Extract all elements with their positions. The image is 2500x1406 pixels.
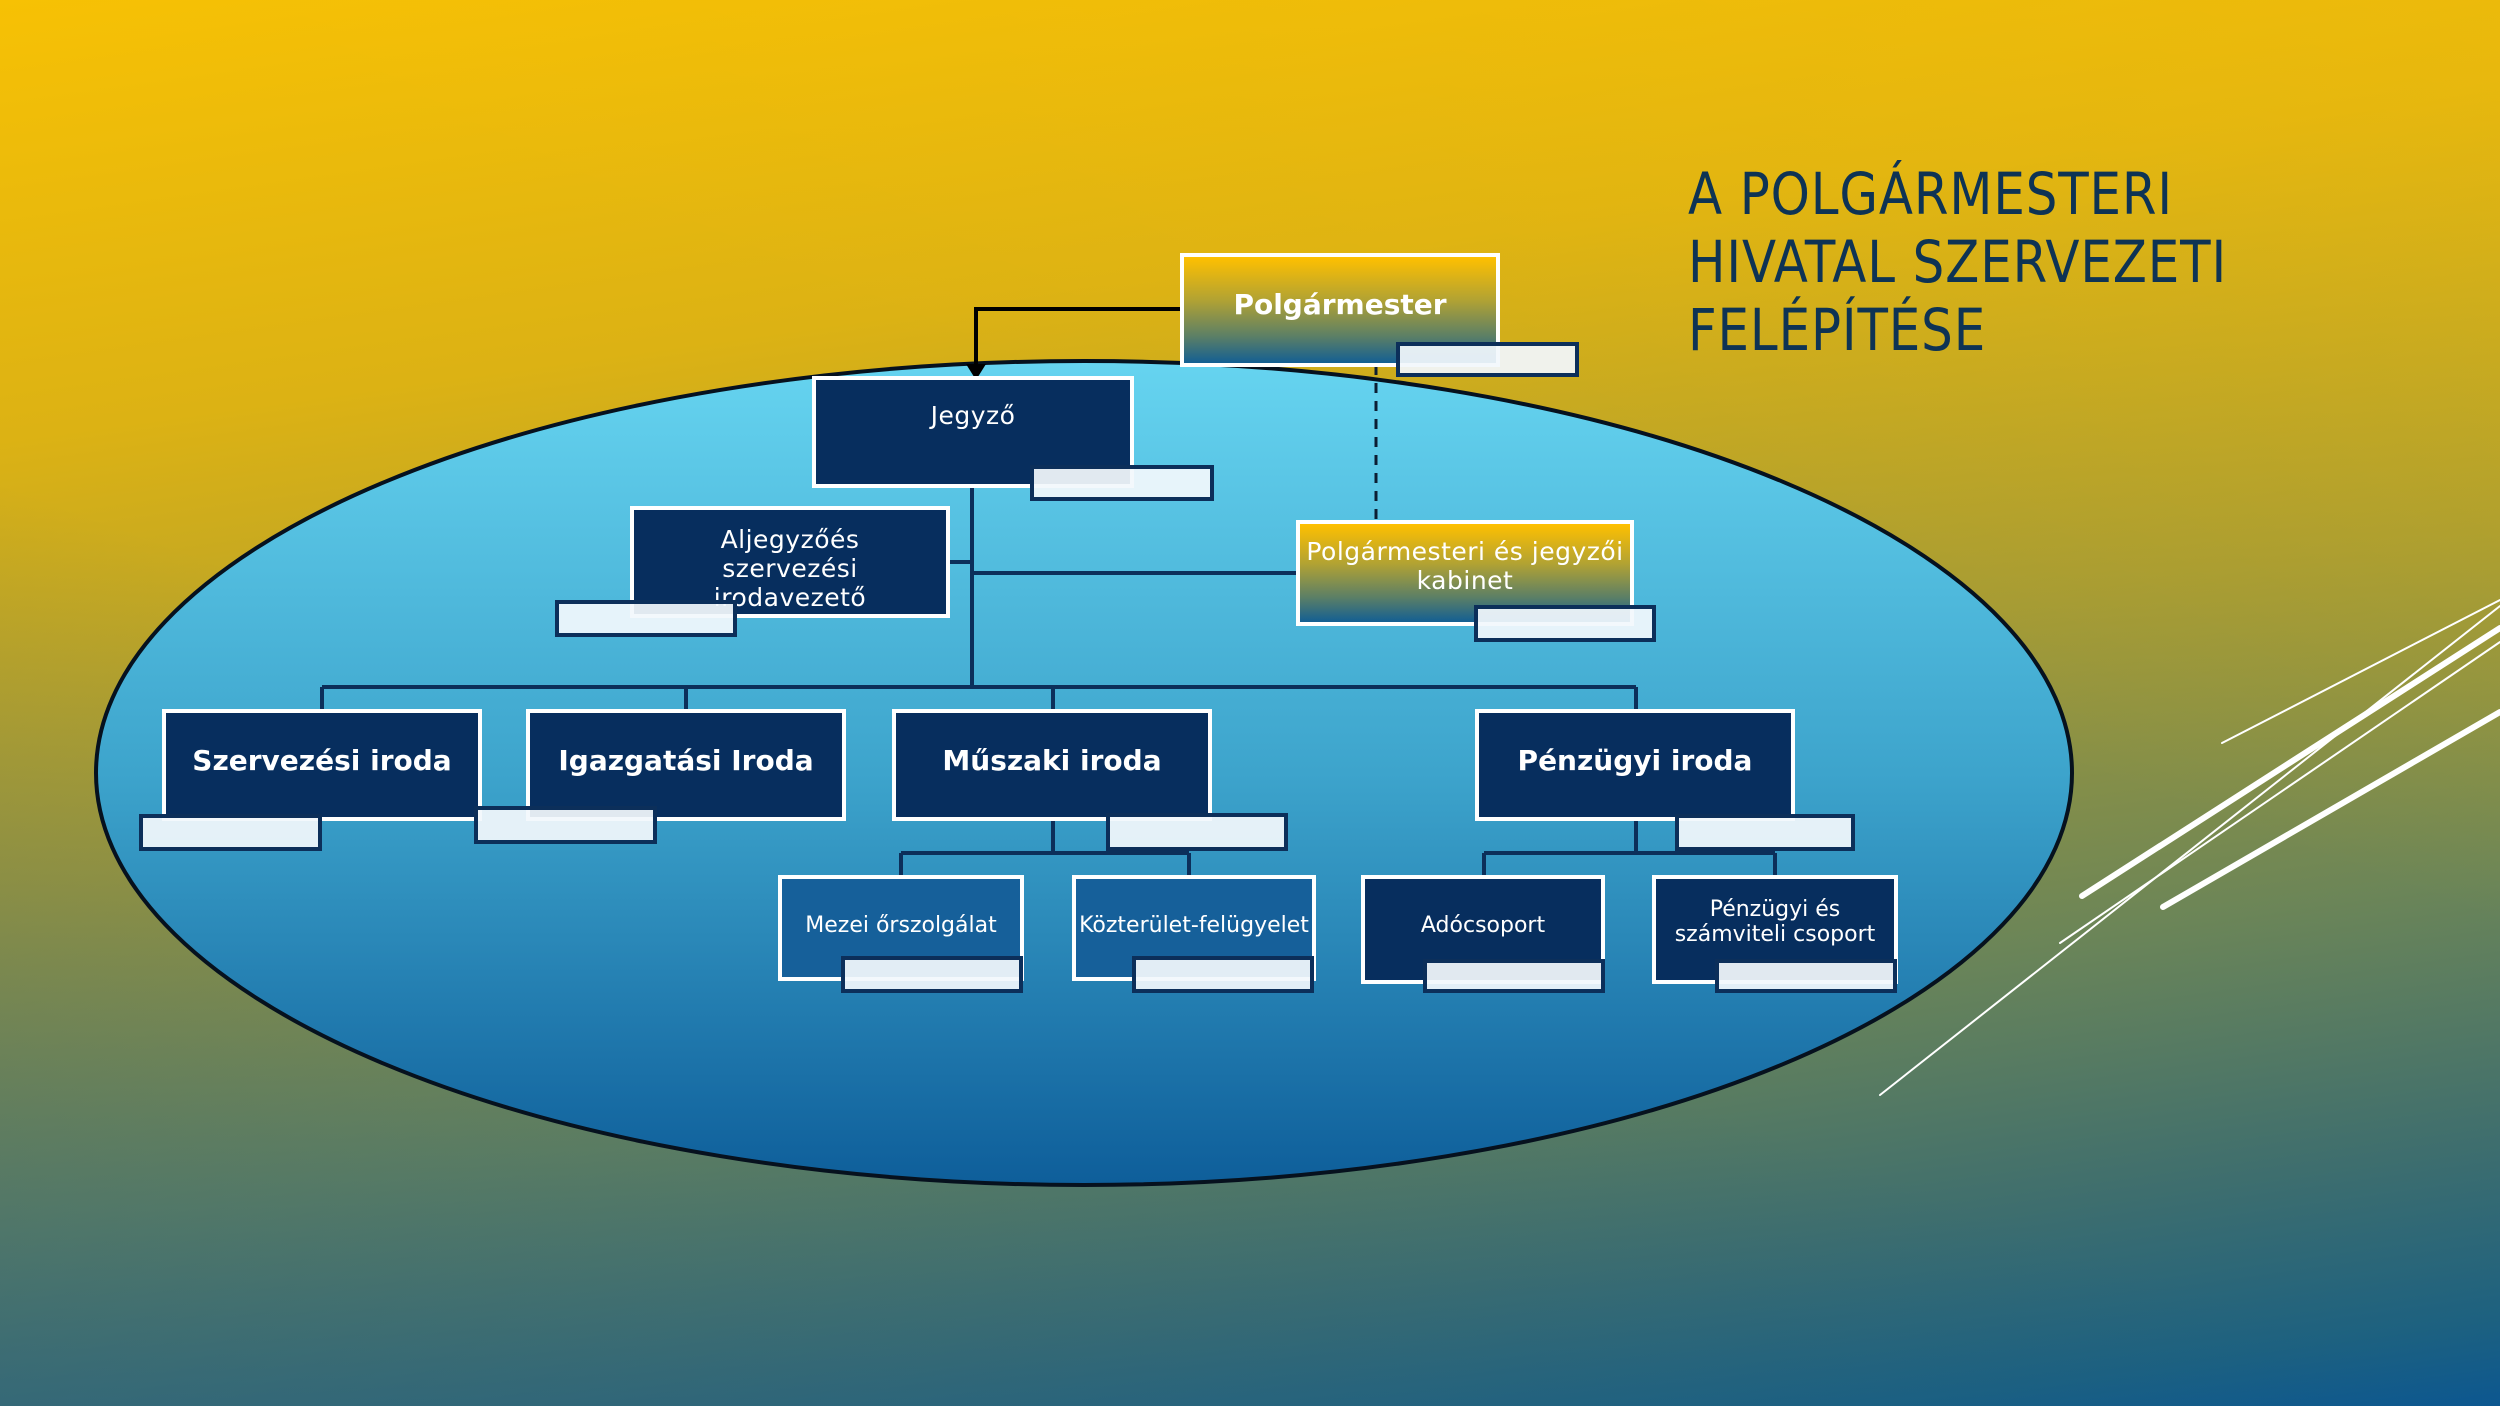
node-office-administration[interactable]: Igazgatási Iroda [526, 709, 846, 821]
node-accounting-group-subtitle[interactable] [1715, 959, 1897, 993]
node-cabinet[interactable]: Polgármesteri és jegyzői kabinet [1296, 520, 1634, 626]
node-label: Pénzügyi és számviteli csoport [1674, 897, 1876, 948]
node-office-administration-subtitle[interactable] [474, 806, 657, 844]
slide-title: A POLGÁRMESTERI HIVATAL SZERVEZETI FELÉP… [1688, 160, 2342, 364]
node-public-space-subtitle[interactable] [1132, 956, 1314, 993]
node-label: Jegyző [930, 401, 1016, 430]
node-office-technical[interactable]: Műszaki iroda [892, 709, 1212, 821]
node-office-technical-subtitle[interactable] [1106, 813, 1288, 851]
node-deputy-notary-subtitle[interactable] [555, 600, 737, 637]
node-label: Pénzügyi iroda [1517, 744, 1753, 777]
node-deputy-notary[interactable]: Aljegyzőés szervezési irodavezető [630, 506, 950, 618]
title-line: A POLGÁRMESTERI [1688, 160, 2174, 228]
node-notary-subtitle[interactable] [1030, 465, 1214, 501]
node-label: Adócsoport [1420, 913, 1546, 938]
node-office-finance-subtitle[interactable] [1675, 814, 1855, 851]
node-office-organization[interactable]: Szervezési iroda [162, 709, 482, 821]
connector-mayor-notary [974, 307, 1182, 366]
deco-line [1879, 605, 2500, 1096]
node-label: Igazgatási Iroda [558, 744, 814, 777]
title-line: FELÉPÍTÉSE [1688, 296, 1987, 364]
node-tax-group-subtitle[interactable] [1423, 959, 1605, 993]
deco-line [2221, 599, 2500, 744]
node-label: Szervezési iroda [192, 744, 452, 777]
deco-line [2079, 625, 2500, 899]
node-office-finance[interactable]: Pénzügyi iroda [1475, 709, 1795, 821]
arrowhead-icon [966, 364, 986, 380]
title-line: HIVATAL SZERVEZETI [1688, 228, 2228, 296]
node-label: Közterület-felügyelet [1079, 913, 1309, 938]
node-label: Aljegyzőés szervezési irodavezető [713, 525, 867, 612]
connectors [320, 307, 1777, 876]
node-cabinet-subtitle[interactable] [1474, 605, 1656, 642]
node-mayor-subtitle[interactable] [1396, 342, 1579, 377]
node-label: Műszaki iroda [942, 744, 1162, 777]
deco-line [2059, 641, 2500, 944]
node-label: Polgármester [1233, 288, 1447, 321]
node-field-guard-subtitle[interactable] [841, 956, 1023, 993]
node-office-organization-subtitle[interactable] [139, 814, 322, 851]
node-label: Polgármesteri és jegyzői kabinet [1306, 537, 1624, 595]
decorative-lines [1879, 599, 2500, 1096]
node-label: Mezei őrszolgálat [805, 913, 997, 938]
deco-line [2160, 709, 2500, 910]
